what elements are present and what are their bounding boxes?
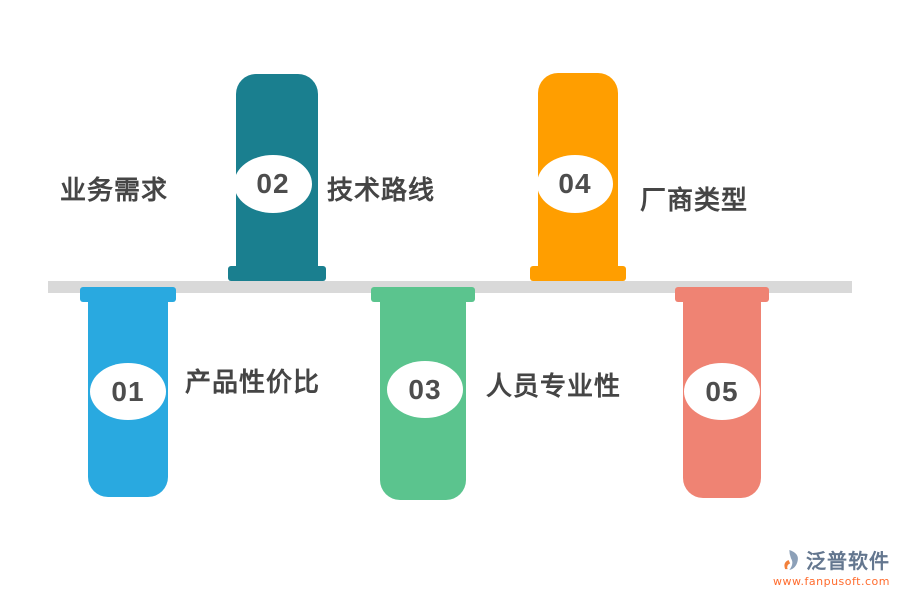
item-number: 03 [408, 373, 442, 405]
item-number: 02 [256, 168, 290, 199]
item-label: 产品性价比 [185, 368, 321, 398]
number-badge: 02 [234, 155, 312, 213]
item-number: 04 [558, 168, 592, 199]
watermark-url: www.fanpusoft.com [773, 575, 890, 588]
label-business-needs: 业务需求 [60, 176, 169, 206]
number-badge: 05 [684, 363, 760, 420]
item-number: 05 [705, 375, 739, 407]
watermark-brand: 泛普软件 [806, 549, 890, 573]
fanpu-logo-icon [781, 548, 801, 572]
item-number: 01 [111, 375, 145, 407]
number-badge: 01 [90, 363, 166, 420]
item-label: 人员专业性 [486, 372, 622, 402]
watermark: 泛普软件 www.fanpusoft.com [773, 545, 890, 588]
number-badge: 04 [537, 155, 613, 213]
item-label: 技术路线 [327, 176, 436, 206]
item-label: 厂商类型 [640, 186, 749, 216]
number-badge: 03 [387, 361, 463, 418]
